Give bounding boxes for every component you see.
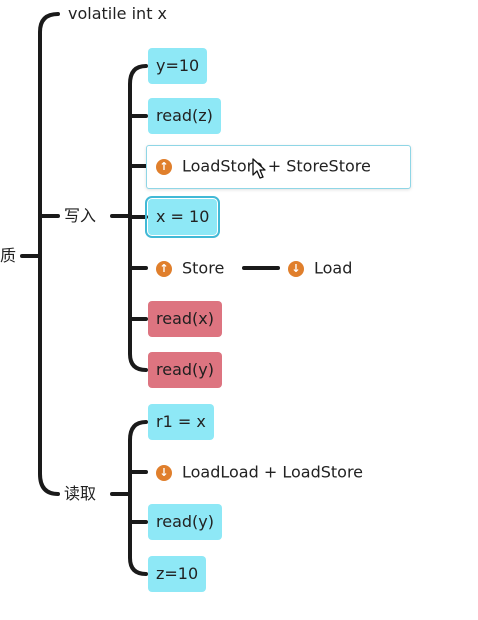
loadload-loadstore-node[interactable]: ↓ LoadLoad + LoadStore [156,454,363,490]
read-y-node-write[interactable]: read(y) [148,352,222,388]
loadstore-storestore-node[interactable]: ↑ LoadStore + StoreStore [156,148,371,184]
load-barrier-node[interactable]: ↓ Load [288,250,352,286]
write-branch-node[interactable]: 写入 [64,206,97,225]
load-label: Load [314,258,353,278]
x-equals-10-node[interactable]: x = 10 [144,196,221,238]
read-x-node[interactable]: read(x) [148,301,222,337]
mouse-cursor-icon [252,158,266,179]
r1-equals-x-node[interactable]: r1 = x [148,404,214,440]
up-arrow-warning-icon: ↑ [156,158,172,175]
down-arrow-warning-icon: ↓ [156,464,172,481]
volatile-int-x-node[interactable]: volatile int x [68,4,168,23]
store-label: Store [182,258,225,278]
loadstore-storestore-label: LoadStore + StoreStore [182,156,371,176]
z10-node[interactable]: z=10 [148,556,207,592]
y10-node[interactable]: y=10 [148,48,208,84]
up-arrow-warning-icon: ↑ [156,260,172,277]
read-y-node-read[interactable]: read(y) [148,504,222,540]
root-node[interactable]: 质 [0,246,17,265]
hover-highlight-box [146,145,411,189]
down-arrow-warning-icon: ↓ [288,260,304,277]
store-barrier-node[interactable]: ↑ Store [156,250,224,286]
read-branch-node[interactable]: 读取 [64,484,97,503]
loadload-loadstore-label: LoadLoad + LoadStore [182,462,364,482]
read-z-node[interactable]: read(z) [148,98,221,134]
